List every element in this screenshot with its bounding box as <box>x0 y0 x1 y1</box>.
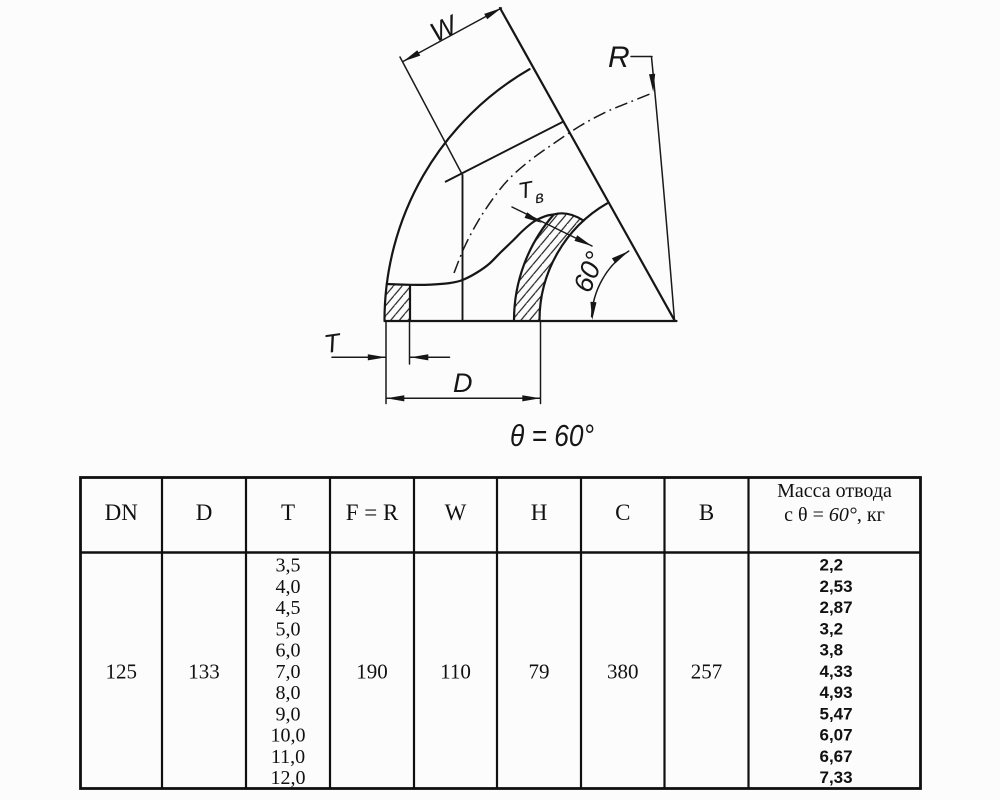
svg-text:125: 125 <box>105 660 137 684</box>
svg-text:C: C <box>615 500 630 525</box>
svg-text:DN: DN <box>105 500 139 525</box>
svg-text:D: D <box>453 368 473 398</box>
svg-text:Масса отвода: Масса отвода <box>777 480 892 502</box>
svg-text:6,0: 6,0 <box>276 640 301 662</box>
svg-text:6,67: 6,67 <box>820 747 853 766</box>
svg-text:5,0: 5,0 <box>276 618 301 640</box>
svg-text:9,0: 9,0 <box>276 703 301 725</box>
svg-text:θ = 60°: θ = 60° <box>510 418 594 453</box>
svg-text:6,07: 6,07 <box>820 726 853 745</box>
svg-text:D: D <box>196 500 213 525</box>
svg-text:3,8: 3,8 <box>820 641 844 660</box>
svg-text:257: 257 <box>691 660 723 684</box>
svg-text:11,0: 11,0 <box>271 746 305 768</box>
svg-text:4,0: 4,0 <box>276 576 301 598</box>
svg-text:R: R <box>608 41 630 74</box>
svg-text:8,0: 8,0 <box>276 682 301 704</box>
svg-text:с θ = 60°, кг: с θ = 60°, кг <box>784 504 885 526</box>
svg-text:12,0: 12,0 <box>271 767 306 789</box>
svg-text:133: 133 <box>188 660 220 684</box>
svg-text:4,33: 4,33 <box>820 662 853 681</box>
svg-text:10,0: 10,0 <box>271 725 306 747</box>
svg-text:380: 380 <box>607 660 639 684</box>
svg-text:110: 110 <box>440 660 471 684</box>
svg-text:T: T <box>281 500 295 525</box>
svg-text:7,0: 7,0 <box>276 661 301 683</box>
svg-text:B: B <box>699 500 714 525</box>
svg-text:в: в <box>533 187 545 207</box>
svg-text:2,87: 2,87 <box>820 598 853 617</box>
svg-text:W: W <box>445 500 467 525</box>
svg-text:W: W <box>426 9 464 48</box>
svg-text:79: 79 <box>529 660 550 684</box>
svg-text:190: 190 <box>356 660 388 684</box>
svg-text:F = R: F = R <box>346 500 399 525</box>
svg-text:T: T <box>322 327 344 359</box>
svg-text:2,2: 2,2 <box>820 556 844 575</box>
svg-text:2,53: 2,53 <box>820 577 853 596</box>
svg-text:4,93: 4,93 <box>820 683 853 702</box>
svg-text:3,5: 3,5 <box>276 555 301 577</box>
svg-text:4,5: 4,5 <box>276 597 301 619</box>
svg-text:H: H <box>531 500 548 525</box>
svg-text:3,2: 3,2 <box>820 620 844 639</box>
svg-text:7,33: 7,33 <box>820 768 853 787</box>
svg-text:5,47: 5,47 <box>820 705 853 724</box>
svg-text:60°: 60° <box>567 247 610 296</box>
